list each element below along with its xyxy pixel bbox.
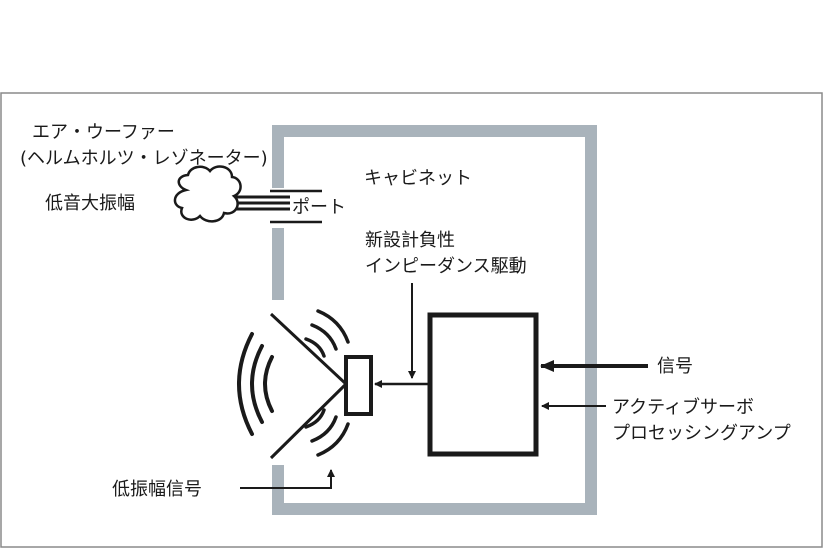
- label-amp-2: プロセッシングアンプ: [612, 423, 791, 444]
- label-low-freq-large-amp: 低音大振幅: [45, 193, 135, 214]
- speaker-cone-bottom: [269, 382, 348, 460]
- label-helmholtz: (ヘルムホルツ・レゾネーター): [20, 148, 268, 169]
- label-new-design-2: インピーダンス駆動: [365, 256, 527, 277]
- amplifier-box: [427, 312, 539, 457]
- low-amp-signal-pointer: [240, 469, 335, 489]
- speaker-cone-top: [269, 312, 348, 386]
- sound-waves-outer: [237, 332, 274, 436]
- label-signal: 信号: [657, 356, 693, 377]
- label-air-woofer: エア・ウーファー: [32, 122, 175, 143]
- air-cloud-icon: [173, 165, 242, 223]
- label-amp-1: アクティブサーボ: [612, 396, 754, 418]
- sound-waves-inner-bottom: [304, 408, 350, 457]
- outer-frame: [0, 92, 823, 548]
- speaker-gap: [270, 300, 288, 465]
- label-new-design-1: 新設計負性: [365, 230, 455, 251]
- sound-waves-inner-top: [304, 309, 350, 358]
- label-low-amp-signal: 低振幅信号: [112, 479, 202, 500]
- port-airflow-lines: [232, 195, 290, 211]
- speaker-driver: [344, 355, 373, 416]
- label-cabinet: キャビネット: [364, 168, 472, 189]
- label-port: ポート: [292, 197, 346, 218]
